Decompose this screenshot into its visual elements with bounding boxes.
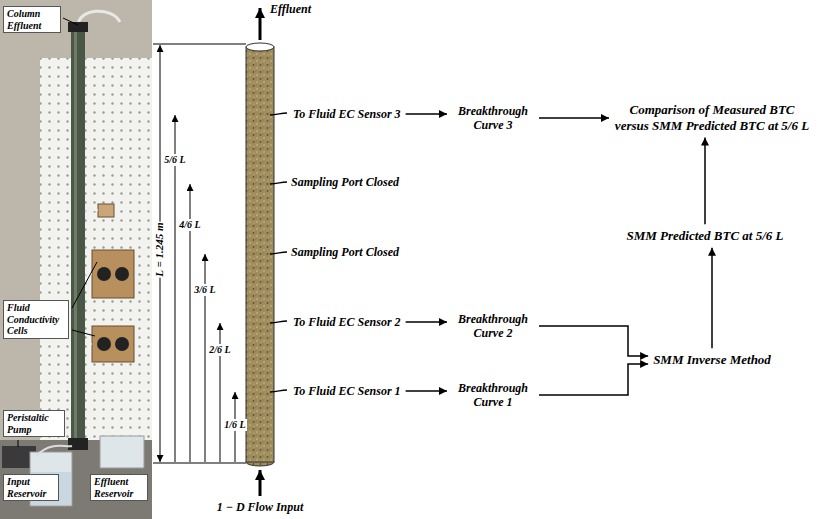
step-text: Comparison of Measured BTC versus SMM Pr… [614,102,810,133]
step-text: To Fluid EC Sensor 3 [293,107,401,121]
leader-line [72,330,95,336]
pegboard [40,58,152,446]
sensor-wire [85,210,98,212]
dimension-label: 2/6 L [208,344,231,356]
flow-step: To Fluid EC Sensor 3 [291,106,403,122]
port-leader [270,113,287,115]
flow-step: Breakthrough Curve 2 [450,311,536,342]
dimension-label: 4/6 L [178,219,201,231]
flow-step: Breakthrough Curve 1 [450,380,536,411]
leader-line [63,18,78,25]
photo [0,0,152,519]
cell-electrode [97,267,111,281]
port-leader [270,321,287,323]
leader-line [72,262,97,308]
feed-tube [36,446,72,456]
conductivity-cell [92,250,134,298]
flow-step: Breakthrough Curve 3 [450,103,536,134]
flow-step: Comparison of Measured BTC versus SMM Pr… [612,101,812,134]
flow-arrow [406,390,447,392]
port-fitting [98,204,114,217]
photo-column [71,28,85,444]
port-label: Sampling Port Closed [291,175,399,189]
dimensions [153,44,246,463]
dimension-label: L = 1.245 m [153,222,166,278]
conductivity-cell [92,326,134,362]
flow-arrow [539,364,648,395]
cell-electrode [97,337,111,351]
lab-wall [0,0,152,519]
port-leader [270,252,287,254]
column-highlight [74,28,77,444]
dimension-extension [153,44,246,45]
part-label: Fluid Conductivity Cells [3,300,69,339]
flow-arrow [704,138,706,225]
column-base [68,438,88,450]
flow-label: Effluent [270,2,311,16]
flow-arrow [539,117,609,119]
part-label: Input Reservoir [3,474,59,501]
flow-step: SMM Inverse Method [651,351,773,369]
port-label: Sampling Port Closed [291,245,399,259]
part-label: Effluent Reservoir [90,474,148,501]
flow-arrow [259,8,262,40]
cell-electrode [115,267,129,281]
dimension-extension [153,463,246,464]
dimension-label: 1/6 L [223,419,246,431]
flow-step: To Fluid EC Sensor 2 [291,314,403,330]
leader-line [18,440,19,447]
flow-step: SMM Predicted BTC at 5/6 L [624,227,785,245]
column-cap [68,22,88,32]
flow-arrow [406,321,447,323]
port-leader [270,182,287,184]
step-text: Breakthrough Curve 2 [452,312,534,341]
step-text: To Fluid EC Sensor 2 [293,315,401,329]
dimension-line [175,115,176,462]
part-label: Peristaltic Pump [3,410,65,437]
port-leader [270,390,287,392]
step-text: Breakthrough Curve 1 [452,381,534,410]
step-text: Breakthrough Curve 3 [452,104,534,133]
flow-step: To Fluid EC Sensor 1 [291,383,403,399]
column-top [246,43,274,51]
column-schematic [246,8,287,496]
flow-arrow [406,113,447,115]
effluent-beaker [100,436,144,468]
sand-column [246,47,274,462]
part-label: Column Effluent [3,6,61,33]
dimension-label: 3/6 L [193,284,216,296]
step-text: To Fluid EC Sensor 1 [293,384,401,398]
flow-arrow [539,326,648,356]
dimension-label: 5/6 L [163,154,186,166]
flow-arrow [711,248,713,348]
flow-label: 1 − D Flow Input [217,500,304,514]
step-text: SMM Inverse Method [653,352,771,368]
cell-electrode [115,337,129,351]
step-text: SMM Predicted BTC at 5/6 L [626,228,783,244]
flow-arrow [259,470,262,496]
